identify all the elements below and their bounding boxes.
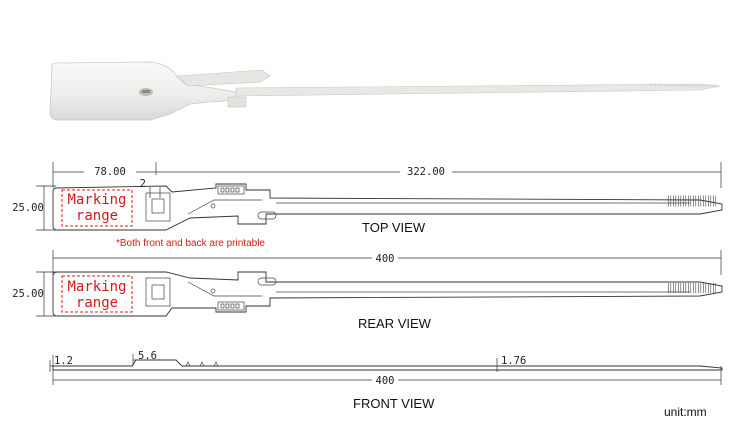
dim-total-front: 400 [376,375,395,387]
dim-head-width: 78.00 [94,166,126,178]
dim-small-2: 2 [140,178,146,190]
marking-range-line1: Marking [67,192,126,208]
dim-thickness-tail: 1.76 [501,355,526,367]
marking-range-line2: range [76,208,118,224]
seal-product-photo [49,61,721,121]
dim-thickness-head: 1.2 [54,355,73,367]
dim-thickness-lock: 5.6 [138,350,157,362]
top-view: 78.00 322.00 25.00 2 Marking range *Both… [12,162,723,249]
top-view-label: TOP VIEW [362,220,426,235]
dim-height-rear: 25.00 [12,288,44,300]
dim-total-rear: 400 [376,253,395,265]
marking-range-line2-rear: range [76,295,118,311]
front-view-label: FRONT VIEW [353,396,435,411]
dim-height-top: 25.00 [12,202,44,214]
dim-tail-length: 322.00 [407,166,445,178]
marking-range-line1-rear: Marking [67,279,126,295]
front-view: 400 1.2 5.6 1.76 FRONT VIEW [49,350,723,411]
unit-label: unit:mm [664,405,707,419]
rear-view: 400 25.00 Marking range REAR VIEW [12,250,723,331]
printable-note: *Both front and back are printable [116,238,265,249]
rear-view-label: REAR VIEW [358,316,432,331]
